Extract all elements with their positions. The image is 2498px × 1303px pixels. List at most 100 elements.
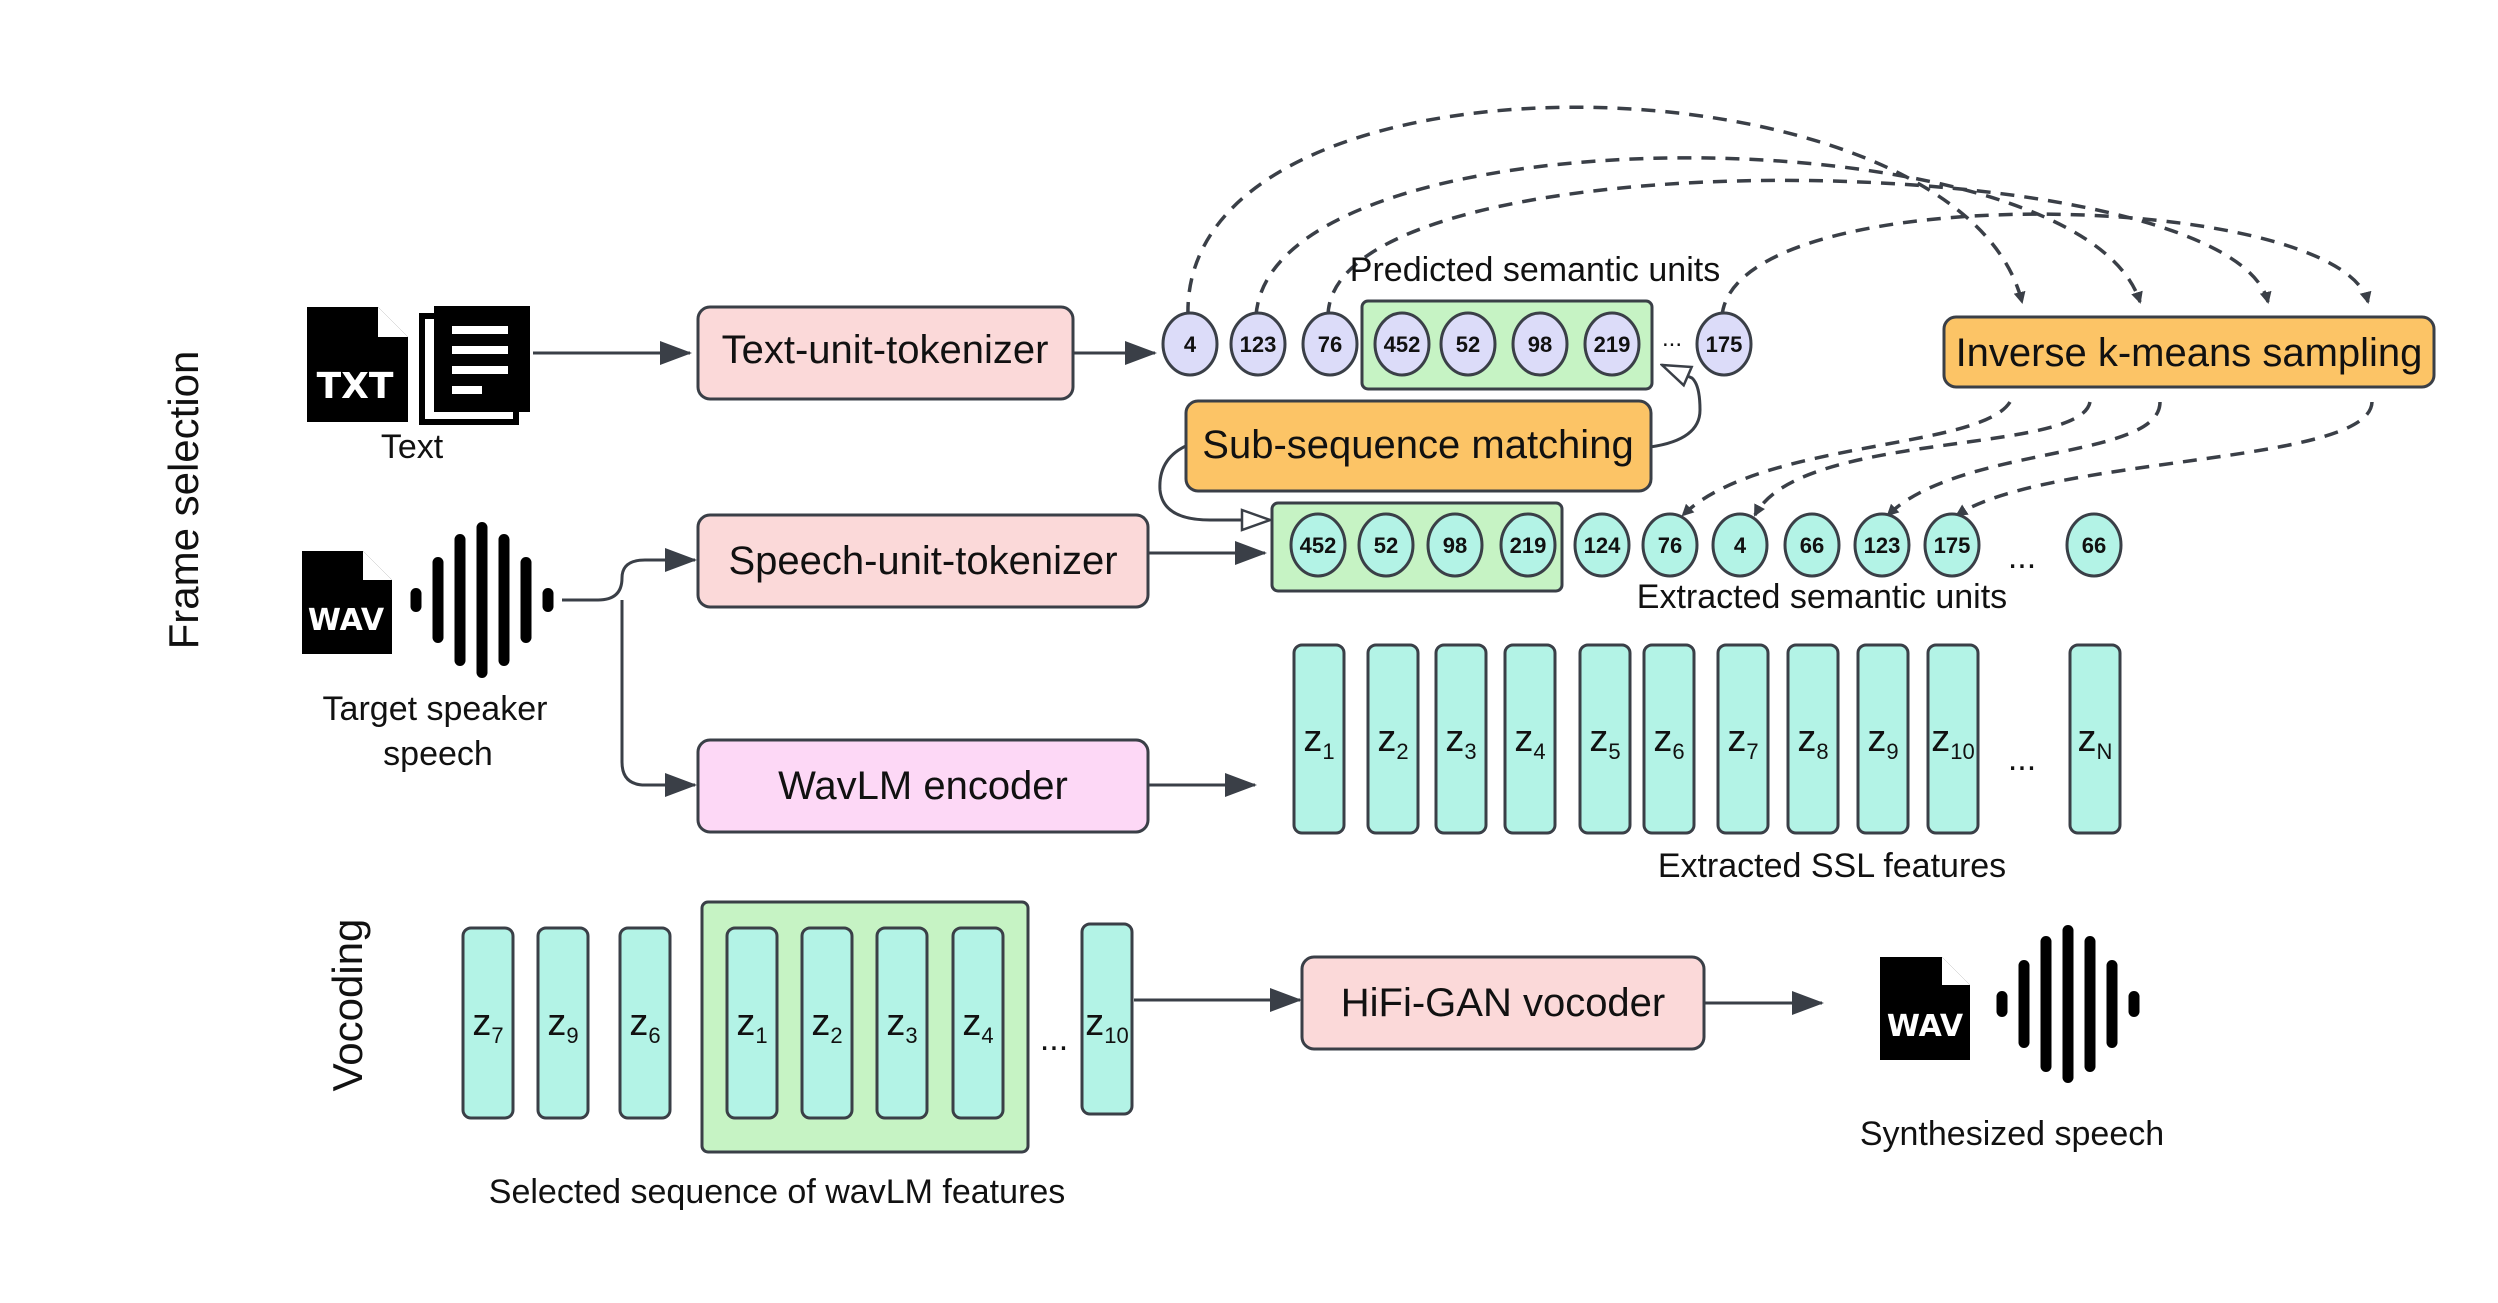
txt-file-icon: TXT: [307, 307, 408, 422]
synthesized-speech-caption: Synthesized speech: [1860, 1115, 2164, 1153]
predicted-matched-group: [1360, 299, 1654, 391]
extracted-unit-value: 123: [1864, 533, 1901, 558]
extracted-units-caption: Extracted semantic units: [1637, 578, 2007, 616]
extracted-matched-group: [1270, 501, 1564, 593]
extracted-unit-value: 452: [1300, 533, 1337, 558]
dashed-arcs: [1186, 105, 2374, 517]
extracted-unit-value: 124: [1584, 533, 1621, 558]
frame-selection-label: Frame selection: [160, 351, 207, 650]
output-wav-icon: WAV: [1880, 957, 1970, 1060]
selected-ellipsis: ...: [1040, 1020, 1068, 1058]
text-unit-tokenizer-box: Text-unit-tokenizer: [696, 305, 1075, 401]
waveform-bar: [1996, 991, 2008, 1017]
predicted-unit: 4: [1161, 311, 1219, 377]
predicted-unit: 452: [1373, 311, 1431, 377]
extracted-unit: 124: [1573, 512, 1631, 578]
svg-text:HiFi-GAN vocoder: HiFi-GAN vocoder: [1341, 981, 1666, 1025]
target-speaker-label-line2: speech: [383, 735, 493, 773]
ssl-feature: z2: [1366, 643, 1420, 835]
predicted-unit-value: 452: [1384, 332, 1421, 357]
target-speaker-label-line1: Target speaker: [323, 690, 548, 728]
waveform-bar: [498, 534, 510, 666]
waveform-bar: [432, 557, 444, 643]
selected-feature: z2: [800, 926, 854, 1120]
svg-text:WAV: WAV: [1887, 1009, 1964, 1044]
waveform-bar: [2084, 936, 2096, 1072]
extracted-unit: 219: [1499, 512, 1557, 578]
ssl-feature-label: z7: [1727, 718, 1758, 764]
extracted-unit-value: 76: [1658, 533, 1682, 558]
extracted-unit: 76: [1641, 512, 1699, 578]
document-icon: [419, 306, 530, 425]
predicted-unit: 219: [1583, 311, 1641, 377]
selected-feature: z4: [951, 926, 1005, 1120]
ssl-feature: z6: [1642, 643, 1696, 835]
ssl-feature: z7: [1716, 643, 1770, 835]
extracted-unit: 4: [1711, 512, 1769, 578]
svg-text:Text-unit-tokenizer: Text-unit-tokenizer: [722, 328, 1049, 372]
extracted-unit: 66: [2065, 512, 2123, 578]
text-input-label: Text: [381, 428, 444, 466]
selected-matched-group: [700, 900, 1030, 1154]
ssl-feature: z1: [1292, 643, 1346, 835]
waveform-bar: [520, 557, 532, 643]
selected-feature: z3: [875, 926, 929, 1120]
selected-feature: z10: [1080, 922, 1134, 1116]
waveform-bar: [2040, 936, 2052, 1072]
extracted-unit: 66: [1783, 512, 1841, 578]
extracted-unit-value: 219: [1510, 533, 1547, 558]
extracted-unit: 52: [1357, 512, 1415, 578]
ssl-feature: z3: [1434, 643, 1488, 835]
sub-sequence-matching-box: Sub-sequence matching: [1184, 399, 1653, 493]
connectors: [533, 341, 1824, 1015]
predicted-unit-value: 123: [1240, 332, 1277, 357]
predicted-unit: 98: [1511, 311, 1569, 377]
waveform-bar: [2106, 960, 2118, 1048]
svg-text:WAV: WAV: [308, 603, 385, 638]
extracted-unit-value: 175: [1934, 533, 1971, 558]
waveform-bar: [2018, 960, 2030, 1048]
extracted-unit-value: 66: [1800, 533, 1824, 558]
waveform-bar: [2128, 991, 2140, 1017]
waveform-bar: [476, 522, 488, 678]
waveform-bar: [2062, 925, 2074, 1083]
svg-text:Sub-sequence matching: Sub-sequence matching: [1202, 423, 1633, 467]
ssl-features-caption: Extracted SSL features: [1658, 847, 2006, 885]
extracted-unit-value: 66: [2082, 533, 2106, 558]
extracted-ellipsis: ...: [2008, 538, 2036, 576]
ssl-ellipsis: ...: [2008, 740, 2036, 778]
selected-feature: z7: [461, 926, 515, 1120]
extracted-unit: 98: [1426, 512, 1484, 578]
predicted-unit-value: 175: [1706, 332, 1743, 357]
ssl-feature: z10: [1926, 643, 1980, 835]
output-waveform-icon: [1996, 925, 2140, 1083]
svg-text:TXT: TXT: [317, 366, 394, 407]
extracted-unit-value: 4: [1734, 533, 1747, 558]
waveform-bar: [454, 534, 466, 666]
predicted-unit-value: 52: [1456, 332, 1480, 357]
ssl-feature: zN: [2068, 643, 2122, 835]
selected-feature: z1: [725, 926, 779, 1120]
extracted-unit-value: 52: [1374, 533, 1398, 558]
selected-feature: z6: [618, 926, 672, 1120]
predicted-unit-value: 76: [1318, 332, 1342, 357]
ssl-feature-label: z9: [1867, 718, 1898, 764]
extracted-unit: 175: [1923, 512, 1981, 578]
waveform-icon: [410, 522, 554, 678]
selected-features-caption: Selected sequence of wavLM features: [489, 1173, 1065, 1211]
inverse-kmeans-sampling-box: Inverse k-means sampling: [1942, 315, 2436, 389]
ssl-feature: z5: [1578, 643, 1632, 835]
waveform-bar: [410, 588, 422, 612]
selected-feature: z9: [536, 926, 590, 1120]
predicted-units-caption: Predicted semantic units: [1350, 251, 1720, 289]
extracted-unit: 452: [1289, 512, 1347, 578]
predicted-unit: 52: [1439, 311, 1497, 377]
speech-unit-tokenizer-box: Speech-unit-tokenizer: [696, 513, 1150, 609]
extracted-unit-value: 98: [1443, 533, 1467, 558]
predicted-unit-value: 219: [1594, 332, 1631, 357]
predicted-units: 4 123 76 452 52 98 219 175: [1161, 311, 1753, 377]
ssl-feature: z8: [1786, 643, 1840, 835]
